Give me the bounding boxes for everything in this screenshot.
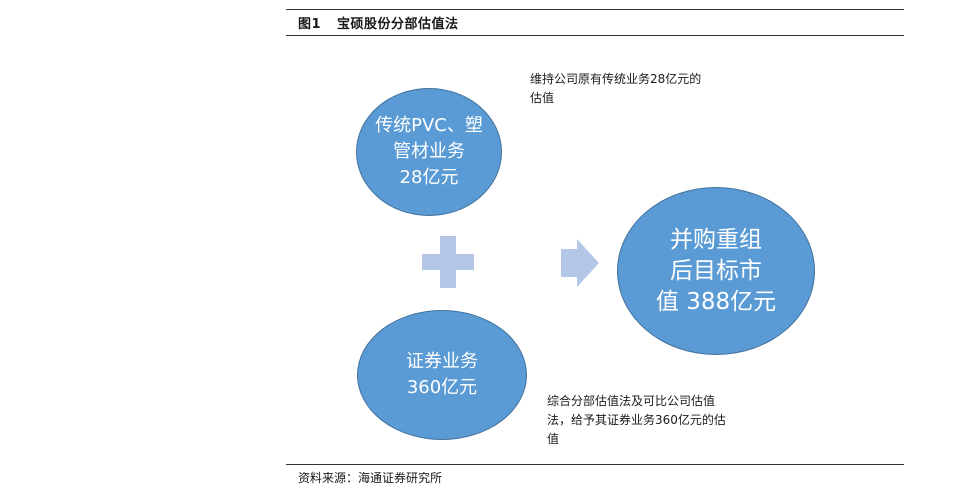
- title-rule: [286, 35, 904, 36]
- plus-icon: [422, 236, 474, 288]
- ellipse-label: 后目标市: [670, 257, 762, 284]
- bottom-rule: [286, 464, 904, 465]
- target-valuation-ellipse: 并购重组 后目标市 值 388亿元: [617, 187, 815, 355]
- note-line: 估值: [530, 91, 555, 105]
- securities-segment-ellipse: 证券业务 360亿元: [357, 310, 527, 440]
- ellipse-label: 360亿元: [406, 377, 478, 398]
- top-rule: [286, 9, 904, 10]
- note-line: 值: [547, 432, 560, 446]
- note-securities-valuation: 综合分部估值法及可比公司估值 法，给予其证券业务360亿元的估 值: [547, 392, 726, 449]
- ellipse-label: 证券业务: [406, 351, 478, 372]
- pvc-segment-ellipse: 传统PVC、塑 管材业务 28亿元: [356, 88, 502, 216]
- ellipse-label: 值 388亿元: [655, 288, 777, 315]
- ellipse-label: 管材业务: [393, 141, 465, 162]
- ellipse-label: 28亿元: [399, 167, 459, 188]
- figure-title: 图1 宝硕股份分部估值法: [298, 13, 459, 32]
- figure-caption: 宝硕股份分部估值法: [337, 17, 459, 32]
- ellipse-label: 传统PVC、塑: [375, 115, 483, 136]
- note-line: 维持公司原有传统业务28亿元的: [530, 72, 702, 86]
- note-pvc-valuation: 维持公司原有传统业务28亿元的 估值: [530, 70, 701, 108]
- source-note: 资料来源：海通证券研究所: [298, 471, 443, 485]
- arrow-right-icon: [561, 239, 599, 287]
- note-line: 法，给予其证券业务360亿元的估: [547, 413, 726, 427]
- figure-number: 图1: [298, 17, 322, 32]
- note-line: 综合分部估值法及可比公司估值: [547, 394, 716, 408]
- ellipse-label: 并购重组: [670, 226, 762, 253]
